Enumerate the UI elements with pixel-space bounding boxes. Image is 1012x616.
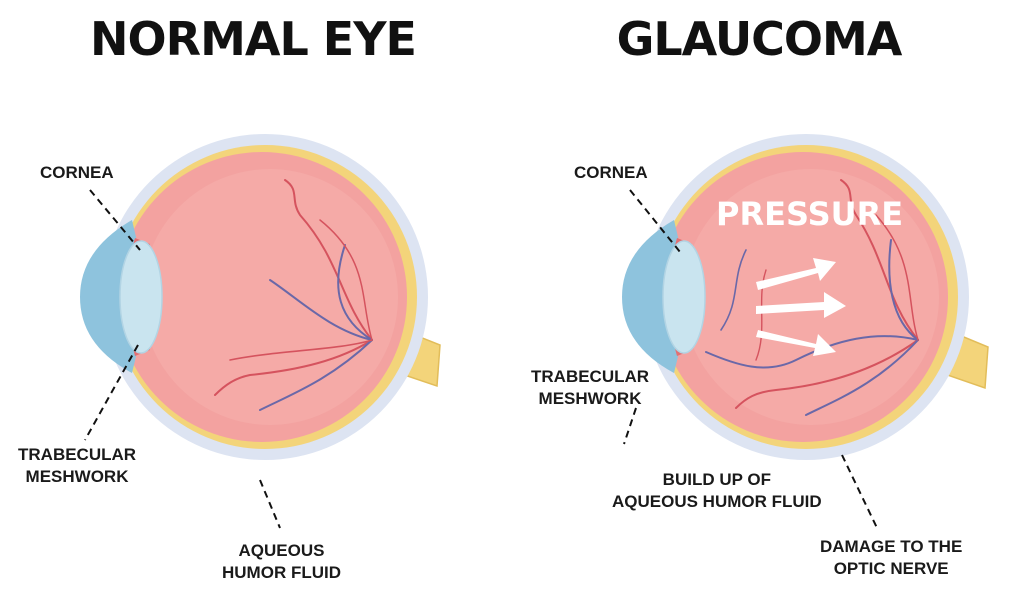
iris	[622, 220, 682, 373]
glaucoma-title: GLAUCOMA	[616, 12, 903, 66]
cornea-label: CORNEA	[40, 163, 114, 182]
trabecular-meshwork-label: TRABECULAR MESHWORK	[531, 367, 650, 408]
glaucoma-eye-illustration	[622, 134, 989, 531]
pressure-arrow-icon	[756, 330, 836, 356]
cornea-label: CORNEA	[574, 163, 648, 182]
trabecular-pointer	[623, 407, 637, 445]
lens	[119, 240, 163, 354]
normal-eye-title: NORMAL EYE	[90, 12, 417, 66]
pressure-arrow-icon	[756, 258, 836, 290]
normal-eye-illustration	[80, 134, 441, 529]
pressure-label: PRESSURE	[716, 195, 904, 233]
trabecular-pointer	[84, 344, 139, 441]
aqueous-humor-label: AQUEOUS HUMOR FLUID	[222, 541, 341, 582]
blood-vessels	[705, 179, 919, 416]
cornea-pointer	[629, 189, 681, 253]
pressure-arrow-icon	[756, 292, 846, 318]
pressure-arrows	[756, 258, 846, 356]
optic-nerve-damage-label: DAMAGE TO THE OPTIC NERVE	[820, 537, 963, 578]
trabecular-meshwork-label: TRABECULAR MESHWORK	[18, 445, 137, 486]
buildup-aqueous-label: BUILD UP OF AQUEOUS HUMOR FLUID	[612, 470, 822, 511]
glaucoma-panel: GLAUCOMA	[506, 0, 1012, 616]
blood-vessels	[214, 179, 373, 411]
normal-eye-panel: NORMAL EYE	[18, 12, 441, 582]
lens	[662, 240, 706, 354]
damage-pointer	[841, 454, 879, 531]
aqueous-pointer	[259, 479, 281, 529]
cornea-pointer	[89, 189, 141, 251]
